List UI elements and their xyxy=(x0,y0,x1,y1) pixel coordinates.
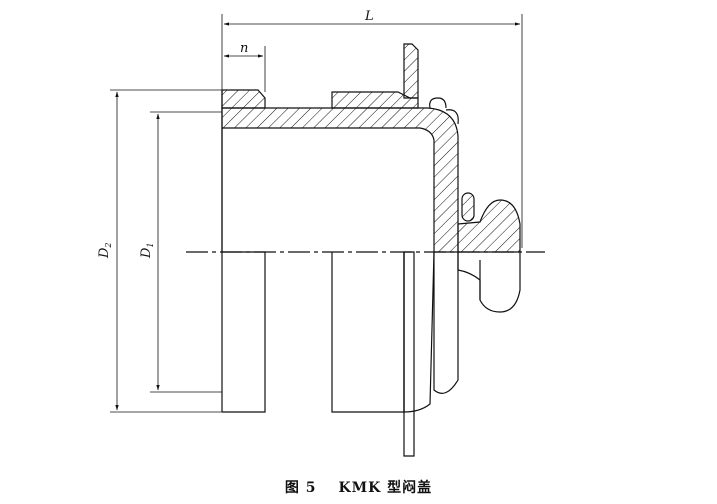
dimension-D1 xyxy=(150,111,222,393)
dimension-n xyxy=(223,46,266,92)
figure-caption: 图 5 KMK 型闷盖 xyxy=(0,477,717,497)
dimension-L xyxy=(221,14,523,248)
clip-tab-lower xyxy=(403,251,415,457)
knob-section xyxy=(457,199,521,253)
knob-lower xyxy=(457,252,521,313)
kmk-cap-drawing: L n D2 D1 xyxy=(97,9,545,457)
dimension-D2 xyxy=(110,89,222,413)
label-D1: D1 xyxy=(139,242,155,259)
body-lower xyxy=(331,252,405,413)
figure-title: KMK 型闷盖 xyxy=(338,480,433,496)
seal-bead xyxy=(429,97,447,109)
label-n: n xyxy=(240,41,248,56)
body-wall-section xyxy=(221,107,459,253)
label-D2: D2 xyxy=(97,242,113,259)
flange-section xyxy=(221,89,266,109)
flange-lower xyxy=(222,251,266,413)
clip-tab xyxy=(403,43,419,99)
label-L: L xyxy=(364,9,374,24)
pin-slot xyxy=(461,192,475,222)
figure-number: 图 5 xyxy=(284,480,317,496)
